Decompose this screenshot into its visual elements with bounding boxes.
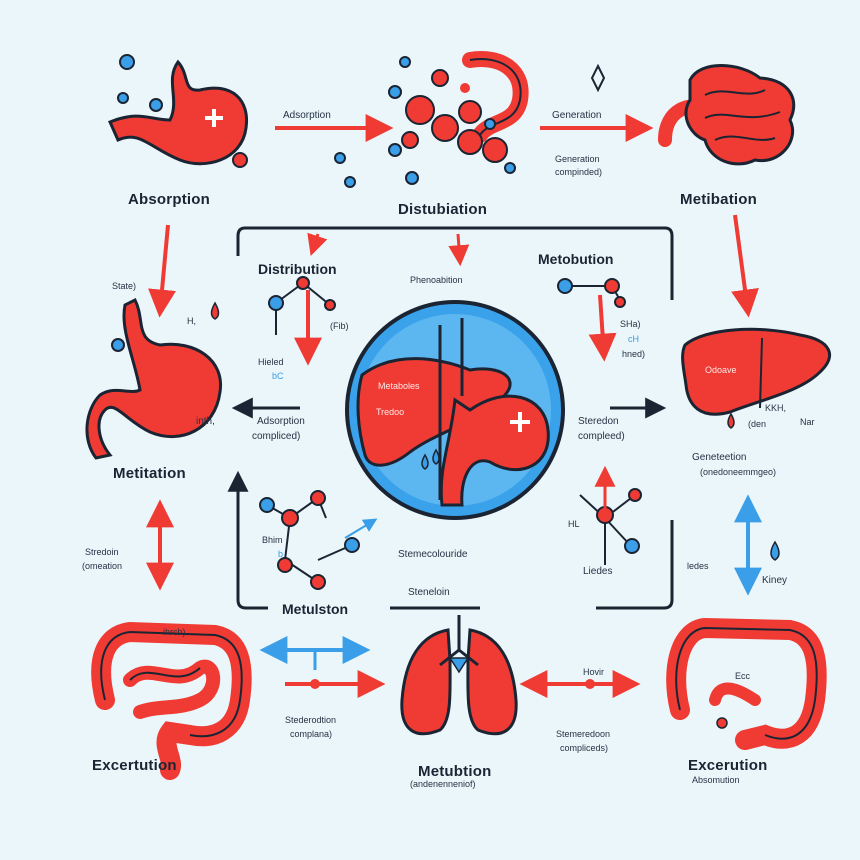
- inner-chem-2: b: [278, 549, 284, 559]
- kidney-label: Kiney: [762, 575, 788, 586]
- left-small-label: State): [112, 281, 137, 291]
- central-liver-stomach-icon: [345, 300, 565, 520]
- arrow2-label: Generation: [552, 110, 602, 121]
- left-chem-3: (Fib): [330, 321, 349, 331]
- left-chem-1: Hieled: [258, 357, 284, 367]
- bottom-center-subtitle: (andenenneniof): [410, 779, 476, 789]
- left-side-line2: (omeation: [82, 561, 123, 571]
- right-liver-chem3: (den: [748, 419, 767, 429]
- right-mid-line1: Geneteetion: [692, 452, 747, 463]
- arrow2-sub2: compinded): [555, 167, 603, 177]
- intestine-icon-top-right: [590, 63, 796, 166]
- colon-icon-bottom-left: [91, 621, 252, 780]
- stomach-icon-left: [85, 297, 223, 460]
- steredon-line2: compleed): [578, 431, 625, 442]
- inner-bottom-line1: Stemecolouride: [398, 549, 468, 560]
- arrow2-sub1: Generation: [555, 154, 600, 164]
- arrow-left-down: [148, 224, 176, 318]
- right-liver-chem: KKH,: [765, 403, 787, 413]
- lungs-icon-bottom-center: [400, 615, 518, 736]
- metabolism-title-top-right: Metibation: [680, 191, 757, 208]
- right-liver-chem2: Nar: [800, 417, 815, 427]
- bottom-right-mid-line1: Stemeredoon: [556, 729, 611, 739]
- arrow-right-down: [731, 214, 759, 318]
- bottom-left-title: Excertution: [92, 757, 177, 774]
- inner-loop-left: [227, 470, 268, 610]
- bottom-left-mid-line2: complana): [290, 729, 333, 739]
- stomach-icon-top-left: [107, 54, 249, 168]
- inner-right-label: Liedes: [583, 566, 613, 577]
- inner-loop-top: [245, 226, 674, 300]
- steredon-line1: Steredon: [578, 416, 619, 427]
- left-hl: H,: [187, 316, 196, 326]
- inner-center-label: Phenoabition: [410, 275, 463, 285]
- right-chem-2: cH: [628, 334, 639, 344]
- adsorption-compound-line1: Adsorption: [257, 416, 305, 427]
- bottom-left-small: ihrch): [163, 627, 186, 637]
- inner-metabolism-title: Metobution: [538, 251, 614, 267]
- right-chem-3: hned): [622, 349, 646, 359]
- bottom-center-title: Metubtion: [418, 763, 492, 780]
- liver-icon-right: [681, 327, 831, 429]
- left-int: inth,: [196, 416, 215, 427]
- absorption-title: Absorption: [128, 191, 210, 208]
- left-chem-2: bC: [272, 371, 284, 381]
- left-side-line1: Stredoin: [85, 547, 119, 557]
- distribution-title: Distubiation: [398, 201, 488, 218]
- bottom-right-small: Ecc: [735, 671, 751, 681]
- bottom-right-mid-line2: compliceds): [560, 743, 609, 753]
- inner-right-chem: HL: [568, 519, 580, 529]
- right-mid-line2: (onedoneemmgeo): [700, 467, 777, 477]
- ledes-label: ledes: [687, 561, 709, 571]
- molecule-icon-bottom-left: [259, 490, 360, 590]
- bottom-left-mid-line1: Stederodtion: [285, 715, 337, 725]
- bottom-right-subtitle: Absomution: [692, 775, 740, 785]
- inner-distribution-title: Distribution: [258, 261, 337, 277]
- molecule-icon-bottom-right: [579, 488, 642, 565]
- right-liver-label: Odoave: [705, 365, 737, 375]
- right-chem-1: SHa): [620, 319, 641, 329]
- molecule-icon-left: [268, 276, 336, 335]
- adsorption-compound-line2: compliced): [252, 431, 301, 442]
- inner-bottom-title: Metulston: [282, 601, 349, 617]
- liver-label-2: Tredoo: [376, 407, 405, 417]
- arrow1-label: Adsorption: [283, 110, 331, 121]
- distribution-cluster-icon: [334, 51, 529, 188]
- inner-chem-1: Bhim: [262, 535, 283, 545]
- bottom-right-mid-top: Hovir: [583, 667, 605, 677]
- left-mid-title: Metitation: [113, 465, 186, 482]
- molecule-icon-right: [557, 278, 626, 308]
- colon-icon-bottom-right: [666, 617, 827, 750]
- bottom-right-title: Excerution: [688, 757, 768, 774]
- inner-bottom-line2: Steneloin: [408, 587, 450, 598]
- liver-label-1: Metaboles: [378, 381, 420, 391]
